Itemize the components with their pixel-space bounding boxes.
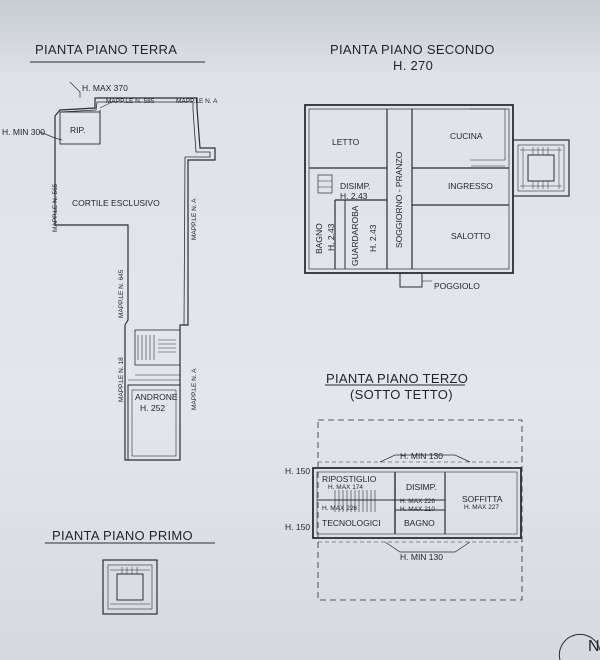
second-disimp-height: H. 2.43 xyxy=(340,191,368,201)
second-bagno-label: BAGNO xyxy=(314,223,324,254)
third-h150-top: H. 150 xyxy=(285,466,311,476)
third-h-min-top: H. MIN 130 xyxy=(400,451,443,461)
second-floor-title: PIANTA PIANO SECONDO xyxy=(330,42,495,57)
ground-mapp-565: MAPP.LE N. 565 xyxy=(52,183,59,232)
third-bagno-height: H. MAX 210 xyxy=(400,506,436,513)
ground-floor-plan xyxy=(39,81,216,461)
second-salotto-label: SALOTTO xyxy=(451,231,491,241)
ground-cortile-label: CORTILE ESCLUSIVO xyxy=(72,198,160,208)
second-bagno-height: H. 2.43 xyxy=(326,223,336,251)
second-floor-height: H. 270 xyxy=(393,58,434,73)
ground-mapp-645: MAPP.LE N. 645 xyxy=(118,269,125,318)
second-letto-label: LETTO xyxy=(332,137,360,147)
third-floor-title: PIANTA PIANO TERZO xyxy=(326,371,469,386)
third-ripostiglio-label: RIPOSTIGLIO xyxy=(322,474,377,484)
ground-h-max: H. MAX 370 xyxy=(82,83,128,93)
ground-mapp-a-bottom: MAPP.LE N. A xyxy=(191,368,198,410)
compass-north-label: N xyxy=(588,638,600,655)
second-cucina-label: CUCINA xyxy=(450,131,483,141)
second-floor-plan xyxy=(304,104,570,288)
ground-rip-label: RIP. xyxy=(70,125,86,135)
first-floor-plan xyxy=(102,559,158,615)
third-disimp-height: H. MAX 226 xyxy=(400,498,436,505)
compass-arc xyxy=(558,633,600,660)
third-floor-subtitle: (SOTTO TETTO) xyxy=(350,387,453,402)
second-soggiorno-label: SOGGIORNO - PRANZO xyxy=(394,151,404,248)
second-disimp-label: DISIMP. xyxy=(340,181,371,191)
ground-mapp-a-right: MAPP.LE N. A xyxy=(191,198,198,240)
ground-androne-height: H. 252 xyxy=(140,403,166,413)
second-guardaroba-label: GUARDAROBA xyxy=(350,205,360,266)
third-tecnologici-height: H. MAX 226 xyxy=(322,505,358,512)
ground-h-min: H. MIN 300 xyxy=(2,127,45,137)
ground-mapp-585: MAPP.LE N. 585 xyxy=(106,98,155,105)
second-guardaroba-height: H. 2.43 xyxy=(368,224,378,252)
second-poggiolo-label: POGGIOLO xyxy=(434,281,480,291)
ground-mapp-a-top: MAPP.LE N. A xyxy=(176,98,218,105)
third-h-min-bottom: H. MIN 130 xyxy=(400,552,443,562)
third-disimp-label: DISIMP. xyxy=(406,482,437,492)
first-floor-title: PIANTA PIANO PRIMO xyxy=(52,528,193,543)
third-ripostiglio-height: H. MAX 174 xyxy=(328,484,364,491)
third-floor-plan xyxy=(312,419,523,601)
third-bagno-label: BAGNO xyxy=(404,518,435,528)
third-soffitta-label: SOFFITTA xyxy=(462,494,503,504)
second-ingresso-label: INGRESSO xyxy=(448,181,493,191)
ground-mapp-18: MAPP.LE N. 18 xyxy=(118,357,125,402)
third-tecnologici-label: TECNOLOGICI xyxy=(322,518,381,528)
third-h150-bottom: H. 150 xyxy=(285,522,311,532)
ground-floor-title: PIANTA PIANO TERRA xyxy=(35,42,178,57)
third-soffitta-height: H. MAX 227 xyxy=(464,504,500,511)
ground-androne-label: ANDRONE xyxy=(135,392,178,402)
